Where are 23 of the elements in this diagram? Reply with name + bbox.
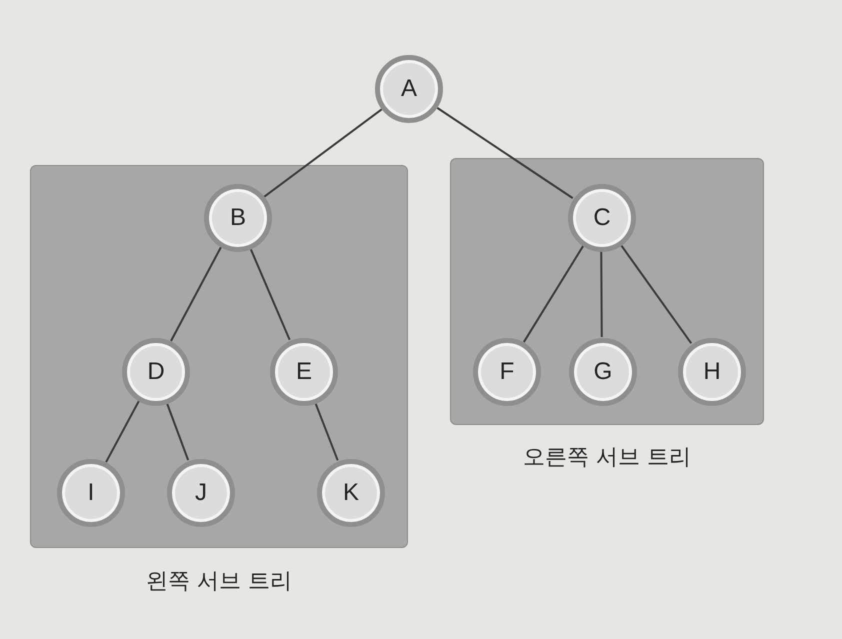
tree-edge [314, 402, 339, 461]
tree-node-circle: F [473, 338, 541, 406]
tree-node-circle: J [167, 459, 235, 527]
tree-edge [620, 244, 692, 344]
tree-node-circle: H [678, 338, 746, 406]
tree-edge [249, 248, 291, 340]
tree-edge [105, 400, 140, 463]
tree-edge [170, 246, 222, 342]
tree-node-circle: K [317, 459, 385, 527]
panel-caption: 오른쪽 서브 트리 [522, 444, 692, 472]
tree-node-circle: G [569, 338, 637, 406]
tree-node-circle: E [270, 338, 338, 406]
tree-node-circle: C [568, 184, 636, 252]
tree-edge [264, 108, 382, 198]
panel-caption: 왼쪽 서브 트리 [145, 568, 293, 596]
tree-node-circle: D [122, 338, 190, 406]
tree-node-circle: I [57, 459, 125, 527]
tree-node-circle: B [204, 184, 272, 252]
tree-edge [600, 251, 603, 337]
tree-edge [523, 245, 584, 343]
tree-node-circle: A [375, 55, 443, 123]
tree-edge [436, 107, 574, 199]
tree-edge [166, 402, 190, 460]
